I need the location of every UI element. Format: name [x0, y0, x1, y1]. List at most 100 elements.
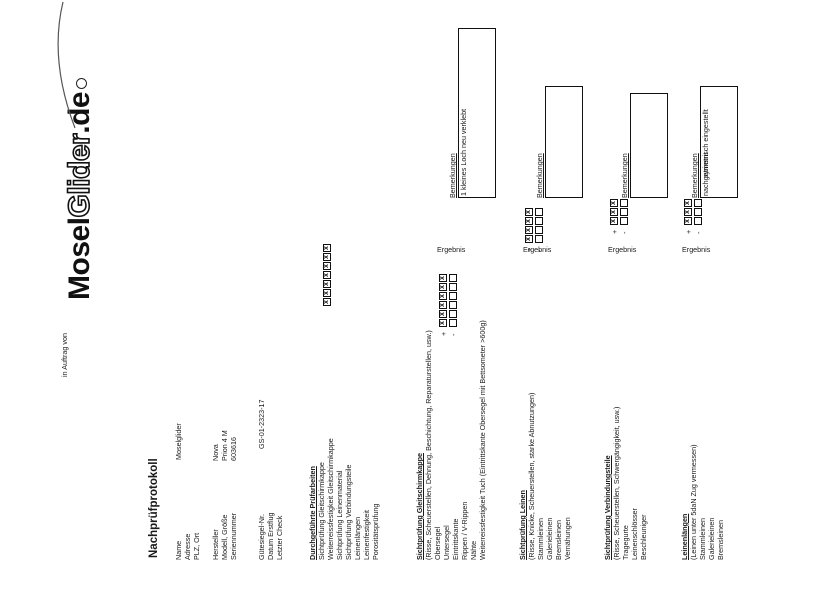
- section-subheading: (Risse, Scheuerstellen, Dehnung, Beschic…: [424, 330, 433, 560]
- test-item-label: Porositätsprüfung: [371, 503, 380, 560]
- remarks-box[interactable]: [545, 86, 583, 198]
- result-plus-checkbox[interactable]: x: [439, 283, 447, 291]
- test-item-checkbox[interactable]: x: [323, 262, 331, 270]
- result-minus-checkbox[interactable]: [620, 208, 628, 216]
- test-item-checkbox[interactable]: x: [323, 271, 331, 279]
- test-item-checkbox[interactable]: x: [323, 280, 331, 288]
- test-item-label: Leinenlängen: [353, 516, 362, 560]
- address-label: Adresse: [183, 533, 192, 560]
- result-minus-checkbox[interactable]: [449, 301, 457, 309]
- result-minus-checkbox[interactable]: [694, 199, 702, 207]
- minus-label: -: [620, 231, 629, 234]
- result-plus-checkbox[interactable]: x: [525, 217, 533, 225]
- test-item-label: Sichtprüfung Gleitschirmkappe: [317, 462, 326, 560]
- first-flight-label: Datum Erstflug: [266, 512, 275, 560]
- result-row-label: Stammleinen: [536, 518, 545, 560]
- minus-label: -: [535, 249, 544, 252]
- test-item-label: Leinenfestigkeit: [362, 510, 371, 560]
- result-minus-checkbox[interactable]: [449, 283, 457, 291]
- result-plus-checkbox[interactable]: x: [525, 226, 533, 234]
- manufacturer-label: Hersteller: [211, 529, 220, 560]
- section-subheading: (Risse, Knicke, Scheuerstellen, starke A…: [527, 392, 536, 560]
- test-item-checkbox[interactable]: x: [323, 289, 331, 297]
- result-minus-checkbox[interactable]: [535, 235, 543, 243]
- result-row-label: Rippen / V-Rippen: [460, 501, 469, 560]
- test-item-checkbox[interactable]: x: [323, 298, 331, 306]
- test-item-label: Weiterreissfestigkeit Gleitschirmkappe: [326, 438, 335, 560]
- result-row-label: Tragegurte: [621, 525, 630, 560]
- result-row-label: Weiterreissfestigkeit Tuch (Eintrittskan…: [478, 320, 487, 560]
- result-plus-checkbox[interactable]: x: [610, 217, 618, 225]
- page-title: Nachprüfprotokoll: [148, 458, 160, 558]
- result-plus-checkbox[interactable]: x: [439, 301, 447, 309]
- tests-heading: Durchgeführte Prüfarbeiten: [308, 466, 317, 560]
- result-plus-checkbox[interactable]: x: [439, 292, 447, 300]
- result-plus-checkbox[interactable]: x: [684, 217, 692, 225]
- name-label: Name: [174, 540, 183, 560]
- auftrag-label: in Auftrag von: [60, 333, 69, 377]
- logo-swoosh-icon: [57, 1, 76, 129]
- result-plus-checkbox[interactable]: x: [684, 199, 692, 207]
- seal-value: GS-01-2323-17: [257, 399, 266, 449]
- result-row-label: Galerieleinen: [545, 517, 554, 560]
- remarks-label: Bemerkungen: [448, 153, 457, 198]
- remarks-box[interactable]: [630, 93, 668, 198]
- serial-value: 603616: [229, 437, 238, 461]
- seal-label: Gütesiegel-Nr.: [257, 514, 266, 560]
- result-minus-checkbox[interactable]: [535, 208, 543, 216]
- ergebnis-label: Ergebnis: [437, 245, 466, 254]
- result-row-label: Vernähungen: [563, 517, 572, 560]
- result-plus-checkbox[interactable]: x: [610, 199, 618, 207]
- section-heading: Sichtprüfung Verbindungsteile: [603, 455, 612, 560]
- result-minus-checkbox[interactable]: [449, 274, 457, 282]
- section-subheading: (Risse, Scheuerstellen, Schwergängigkeit…: [612, 406, 621, 560]
- name-value: Moselglider: [174, 423, 183, 460]
- remark-text: 1 kleines Loch neu verklebt: [459, 108, 468, 196]
- result-plus-checkbox[interactable]: x: [610, 208, 618, 216]
- minus-label: -: [449, 333, 458, 336]
- model-label: Modell, Größe: [220, 514, 229, 560]
- plus-label: +: [610, 229, 619, 234]
- result-minus-checkbox[interactable]: [535, 226, 543, 234]
- result-row-label: Galerieleinen: [707, 517, 716, 560]
- test-item-checkbox[interactable]: x: [323, 253, 331, 261]
- plus-label: +: [525, 247, 534, 252]
- result-row-label: Nähte: [469, 540, 478, 560]
- result-minus-checkbox[interactable]: [694, 208, 702, 216]
- result-plus-checkbox[interactable]: x: [525, 235, 533, 243]
- result-minus-checkbox[interactable]: [620, 217, 628, 225]
- result-minus-checkbox[interactable]: [620, 199, 628, 207]
- minus-label: -: [694, 231, 703, 234]
- test-item-checkbox[interactable]: x: [323, 244, 331, 252]
- result-minus-checkbox[interactable]: [535, 217, 543, 225]
- result-row-label: Bremsleinen: [554, 520, 563, 560]
- result-plus-checkbox[interactable]: x: [439, 319, 447, 327]
- last-check-label: Letzter Check: [275, 515, 284, 560]
- test-item-label: Sichtprüfung Verbindungsteile: [344, 464, 353, 560]
- result-minus-checkbox[interactable]: [694, 217, 702, 225]
- logo-glider: Glider: [62, 133, 97, 218]
- ergebnis-label: Ergebnis: [608, 245, 637, 254]
- remarks-label: Bemerkungen: [620, 153, 629, 198]
- result-plus-checkbox[interactable]: x: [684, 208, 692, 216]
- result-plus-checkbox[interactable]: x: [525, 208, 533, 216]
- result-row-label: Leinenschlösser: [630, 508, 639, 560]
- result-plus-checkbox[interactable]: x: [439, 274, 447, 282]
- result-row-label: Untersegel: [442, 525, 451, 560]
- logo: MoselGlider.de: [57, 1, 97, 300]
- result-plus-checkbox[interactable]: x: [439, 310, 447, 318]
- plus-label: +: [439, 331, 448, 336]
- remarks-label: Bemerkungen: [690, 153, 699, 198]
- remarks-label: Bemerkungen: [535, 153, 544, 198]
- result-row-label: Obersegel: [433, 526, 442, 560]
- result-minus-checkbox[interactable]: [449, 310, 457, 318]
- section-heading: Sichtprüfung Leinen: [518, 490, 527, 560]
- result-minus-checkbox[interactable]: [449, 319, 457, 327]
- result-row-label: Beschleuniger: [639, 514, 648, 560]
- result-minus-checkbox[interactable]: [449, 292, 457, 300]
- plus-label: +: [684, 229, 693, 234]
- result-row-label: Bremsleinen: [716, 520, 725, 560]
- ergebnis-label: Ergebnis: [682, 245, 711, 254]
